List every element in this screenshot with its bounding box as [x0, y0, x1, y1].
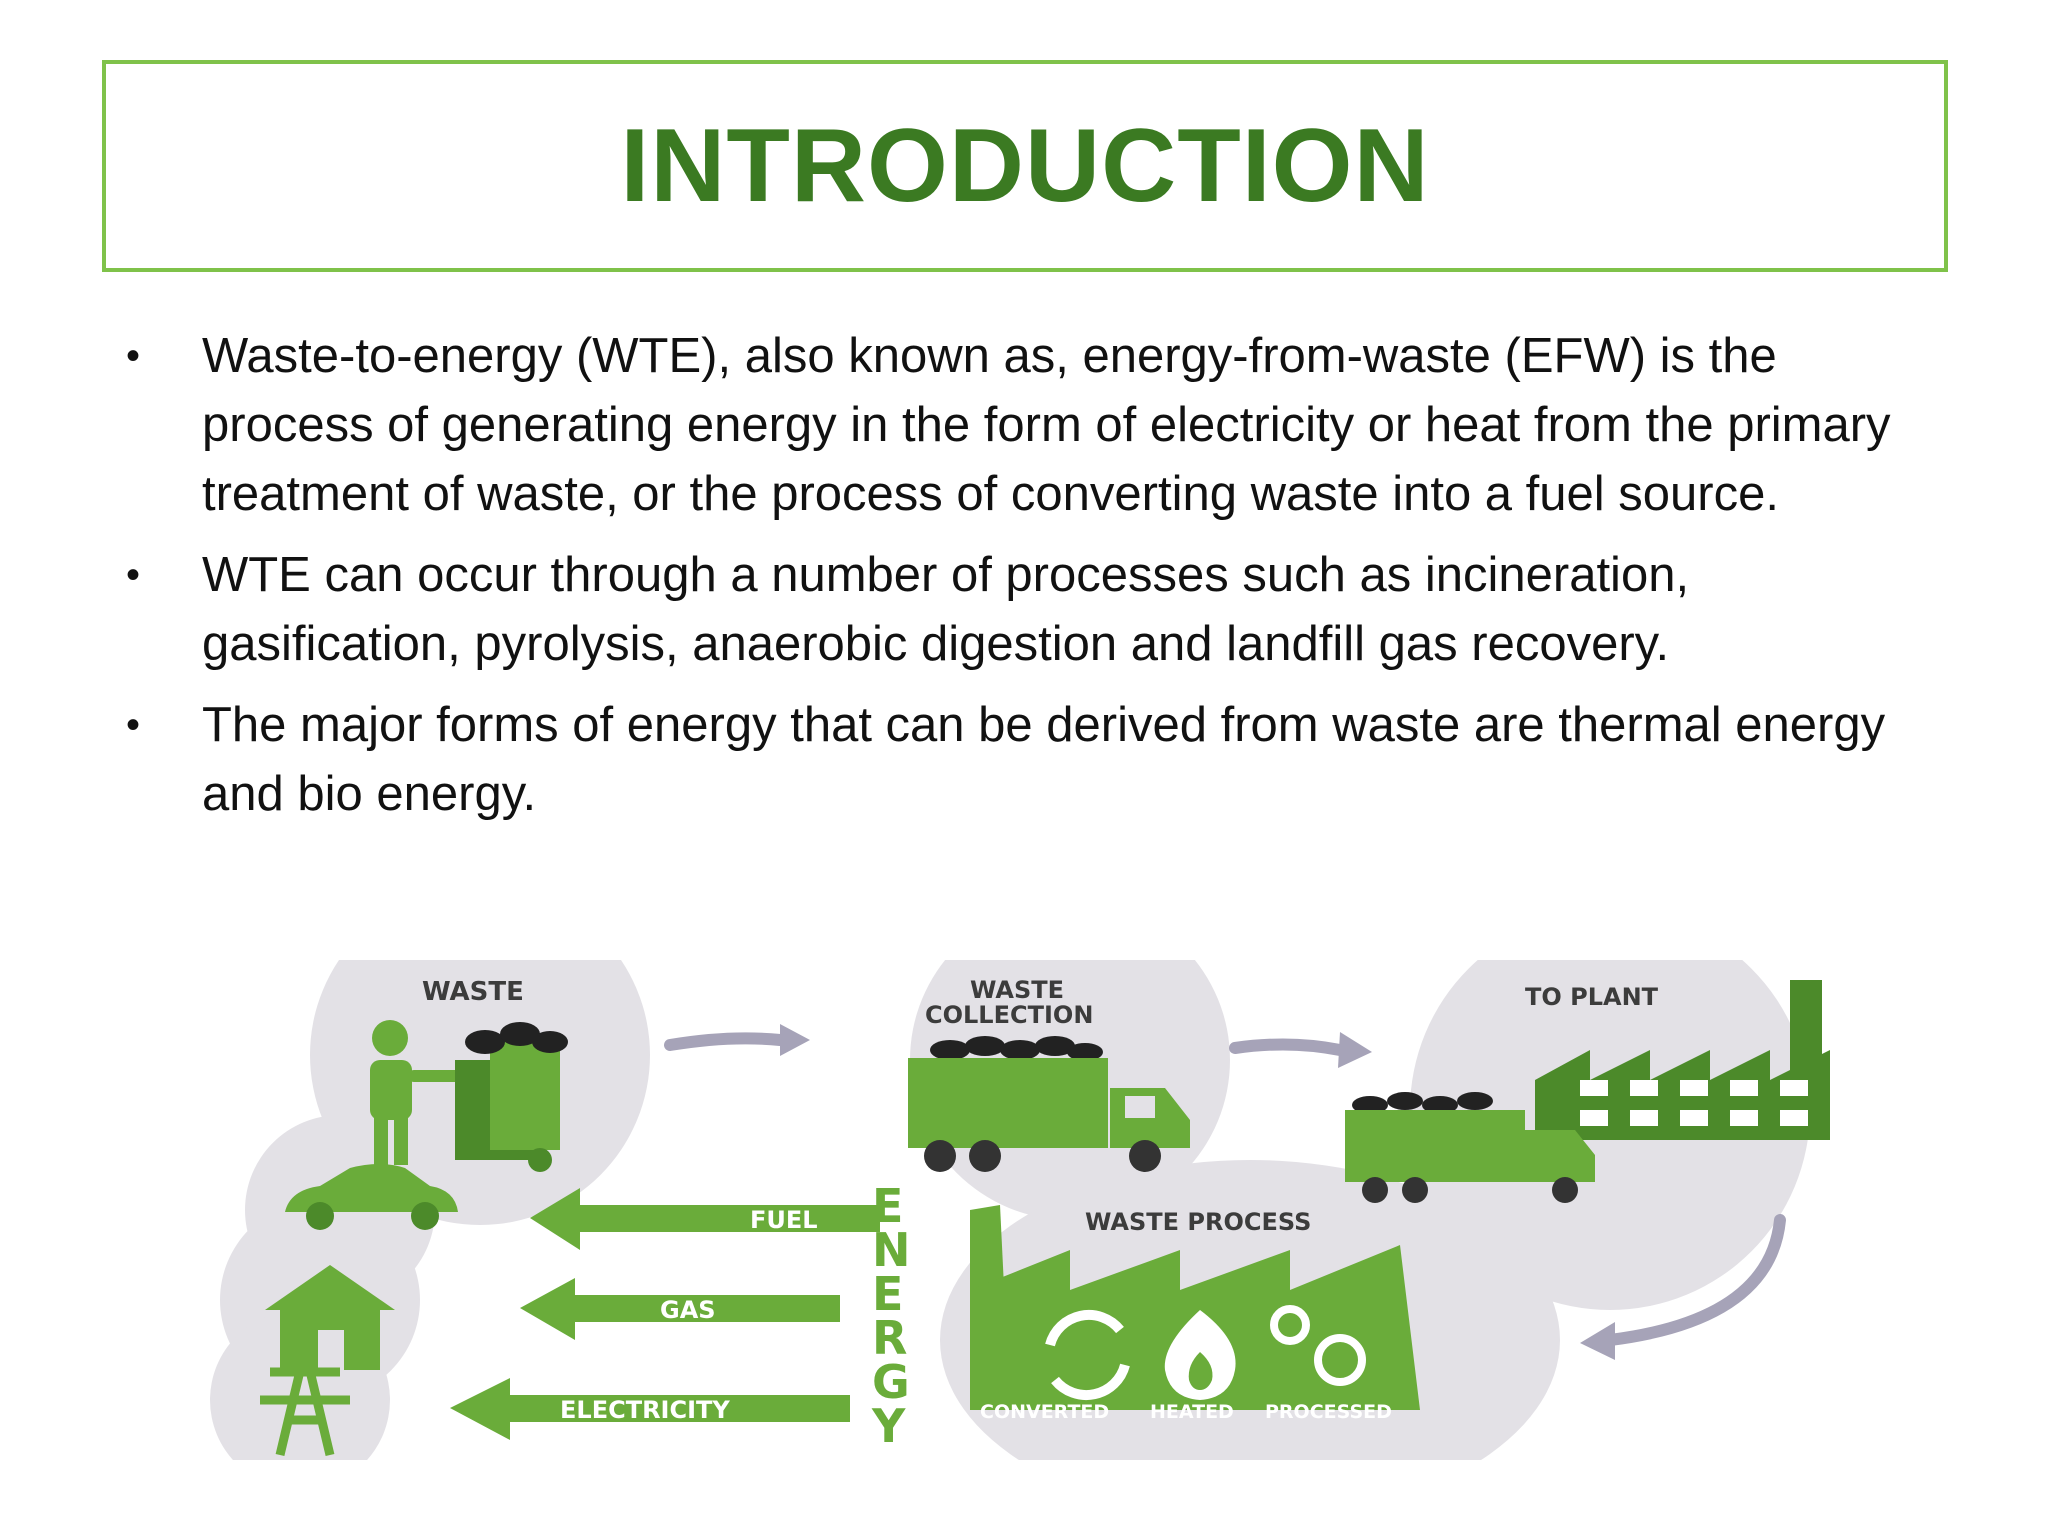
- bullet-list: • Waste-to-energy (WTE), also known as, e…: [118, 322, 1948, 841]
- gas-arrow: GAS: [520, 1278, 840, 1340]
- energy-letter: E: [872, 1179, 903, 1233]
- arrow-head-icon: [1338, 1032, 1372, 1068]
- to-plant-label: TO PLANT: [1525, 983, 1659, 1011]
- gears-icon: [1270, 1305, 1366, 1386]
- title-box: INTRODUCTION: [102, 60, 1948, 272]
- electricity-arrow: ELECTRICITY: [450, 1378, 850, 1440]
- bullet-text: WTE can occur through a number of proces…: [202, 548, 1690, 671]
- collection-truck-icon: [908, 1036, 1190, 1172]
- bullet-glyph: •: [126, 553, 141, 597]
- recycle-icon: [1045, 1309, 1130, 1401]
- energy-letter: Y: [871, 1399, 906, 1453]
- bullet-item: • Waste-to-energy (WTE), also known as, e…: [118, 322, 1948, 529]
- energy-word: E N E R G Y: [871, 1179, 911, 1453]
- power-tower-icon: [260, 1348, 350, 1457]
- processed-label: PROCESSED: [1265, 1401, 1392, 1423]
- waste-label: WASTE: [422, 977, 524, 1007]
- arrow-curve-icon: [1604, 1214, 1786, 1346]
- flow-arrows: [664, 1032, 1786, 1346]
- flame-icon: [1164, 1310, 1236, 1400]
- bullet-glyph: •: [126, 703, 141, 747]
- bullet-item: • The major forms of energy that can be d…: [118, 691, 1948, 829]
- converted-label: CONVERTED: [980, 1401, 1109, 1423]
- arrow-right-icon: [664, 1032, 786, 1051]
- waste-bags-icon: [465, 1022, 568, 1054]
- energy-letter: N: [872, 1223, 911, 1277]
- energy-letter: G: [872, 1355, 910, 1409]
- energy-letter: E: [872, 1267, 903, 1321]
- waste-to-energy-infographic: WASTE WASTE COLLECTION TO PLANT: [210, 960, 1830, 1460]
- arrow-head-icon: [1580, 1322, 1615, 1360]
- heated-label: HEATED: [1150, 1401, 1234, 1423]
- collection-label-line1: WASTE: [970, 976, 1064, 1004]
- house-icon: [265, 1265, 395, 1370]
- bullet-glyph: •: [126, 334, 141, 378]
- gas-label: GAS: [660, 1296, 716, 1324]
- bullet-item: • WTE can occur through a number of proce…: [118, 541, 1948, 679]
- plant-truck-icon: [1345, 1092, 1595, 1203]
- bullet-text: Waste-to-energy (WTE), also known as, en…: [202, 329, 1891, 521]
- bullet-text: The major forms of energy that can be de…: [202, 698, 1886, 821]
- collection-label-line2: COLLECTION: [925, 1001, 1093, 1029]
- electricity-label: ELECTRICITY: [560, 1396, 730, 1424]
- arrow-head-icon: [780, 1024, 810, 1056]
- slide-title: INTRODUCTION: [620, 107, 1430, 224]
- arrow-right-icon: [1229, 1038, 1346, 1056]
- person-with-bin-icon: [370, 1020, 560, 1172]
- car-icon: [285, 1164, 458, 1230]
- fuel-label: FUEL: [750, 1206, 818, 1234]
- waste-process-label: WASTE PROCESS: [1085, 1208, 1311, 1236]
- fuel-arrow: FUEL: [530, 1188, 880, 1250]
- energy-letter: R: [872, 1311, 907, 1365]
